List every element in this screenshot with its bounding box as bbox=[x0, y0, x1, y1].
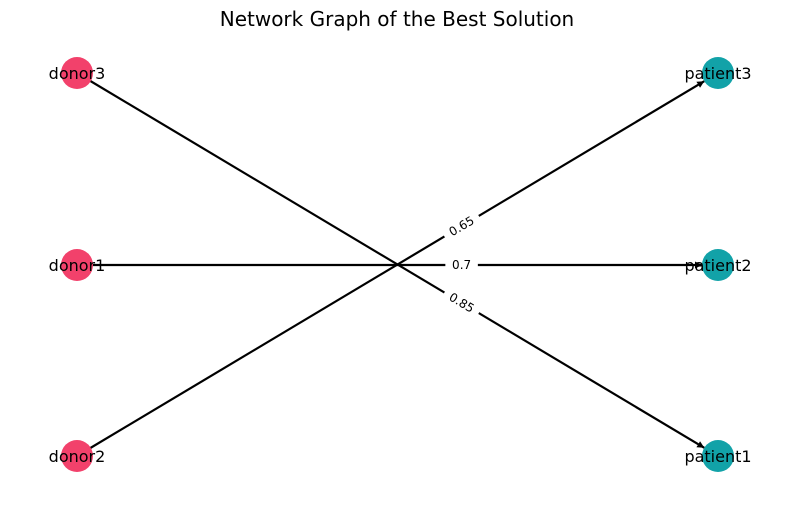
nodes-layer: donor3 donor1 donor2 patient3 patient2 patien… bbox=[49, 57, 752, 472]
edge-label-background bbox=[445, 257, 478, 273]
graph-title: Network Graph of the Best Solution bbox=[220, 7, 575, 31]
edge-label-group: 0.65 bbox=[440, 209, 483, 244]
edge-label-background bbox=[440, 209, 483, 244]
edge-donor2-patient3 bbox=[76, 80, 705, 457]
node-label-patient3: patient3 bbox=[684, 64, 751, 83]
node-donor3 bbox=[61, 57, 93, 89]
node-donor2 bbox=[61, 440, 93, 472]
edge-label: 0.7 bbox=[452, 258, 471, 272]
edges-layer: 0.85 0.7 0.65 bbox=[76, 72, 705, 457]
edge-label-background bbox=[440, 285, 483, 320]
edge-label-group: 0.7 bbox=[445, 257, 478, 273]
edge-donor3-patient1 bbox=[76, 72, 705, 449]
edge-label-group: 0.85 bbox=[440, 285, 483, 320]
node-label-donor1: donor1 bbox=[49, 256, 106, 275]
node-label-donor3: donor3 bbox=[49, 64, 106, 83]
node-donor1 bbox=[61, 249, 93, 281]
node-label-patient2: patient2 bbox=[684, 256, 751, 275]
node-label-patient1: patient1 bbox=[684, 447, 751, 466]
node-label-donor2: donor2 bbox=[49, 447, 106, 466]
node-patient2 bbox=[702, 249, 734, 281]
node-patient3 bbox=[702, 57, 734, 89]
node-patient1 bbox=[702, 440, 734, 472]
